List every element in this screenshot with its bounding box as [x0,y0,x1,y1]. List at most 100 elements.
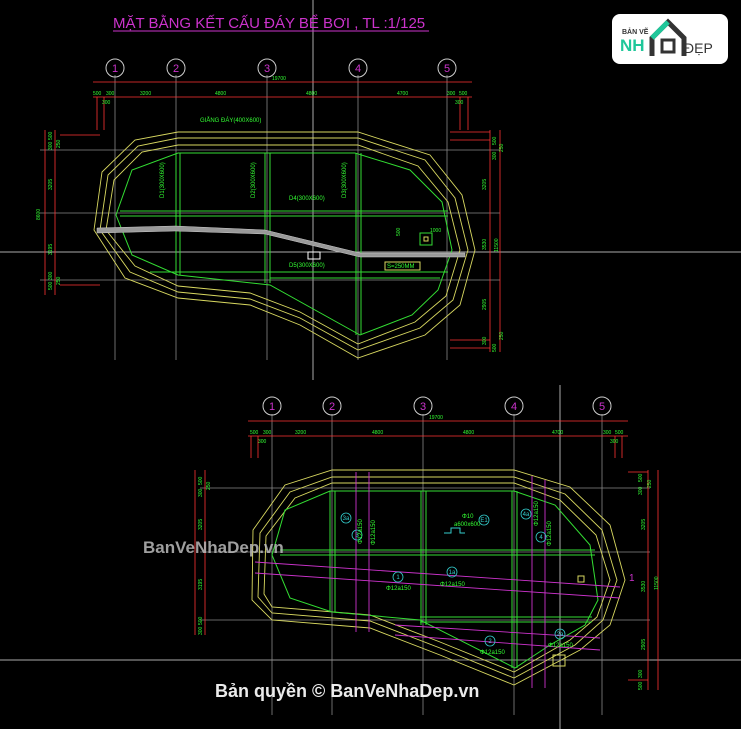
dim: 500 [492,136,498,145]
axis-label: 2 [329,401,335,413]
axis-label: 1 [112,63,118,75]
dim: 500 [93,91,102,97]
axis-label: 1 [269,401,275,413]
dim: 250 [499,331,505,340]
rebar-tag-1: 1 [396,575,400,581]
section-mark: 1 [629,573,635,584]
dim: 3205 [641,519,647,530]
bottom-plan: 1 2 3 4 5 19700 500 300 3200 4800 4800 4… [194,396,660,715]
dim: 500 [48,281,54,290]
brand-logo: BẢN VẼ NH ĐẸP [612,14,728,64]
dim: 300 [455,100,464,106]
dim: 300 [603,430,612,436]
dim-total: 19700 [429,415,443,421]
dim: 500 [396,227,402,236]
dim: 500 [638,473,644,482]
rebar-spec: Φ12a150 [547,521,553,546]
dim: 250 [56,276,62,285]
dim: 500 [459,91,468,97]
dim: 1000 [430,228,441,234]
label-d5: D5(300X600) [289,263,325,269]
dim: 8600 [36,209,42,220]
dim: 4700 [552,430,563,436]
stirrup-spec: Φ10 [462,514,474,520]
dim: 250 [499,143,505,152]
axis-label: 4 [511,401,517,413]
dim: 4800 [306,91,317,97]
dim: 3200 [140,91,151,97]
dim: 300 [258,439,267,445]
rebar-tag-4a: 4a [523,512,530,518]
label-d3: D3(300X600) [342,162,348,198]
rebar-spec: Φ12a150 [371,520,377,545]
dim: 300 [447,91,456,97]
dim: 500 [492,343,498,352]
dim: 3530 [641,581,647,592]
dim: 250 [206,481,212,490]
dim: 300 [106,91,115,97]
top-plan: 1 2 3 4 5 19700 500 300 3200 4800 4800 4… [36,58,505,360]
drawing-title: MẶT BẰNG KẾT CẤU ĐÁY BỂ BƠI , TL :1/125 [113,14,425,32]
rebar-spec: Φ12a150 [386,586,411,592]
rebar-tag-3a: 3a [343,516,350,522]
rebar-tag-2: 2 [488,639,492,645]
dim: 300 [263,430,272,436]
dim: 3205 [482,179,488,190]
rebar-tag-3: 3 [355,533,359,539]
dim: 300 [638,486,644,495]
rebar-spec: Φ12a150 [480,650,505,656]
dim: 3530 [482,239,488,250]
dim: 300 [482,336,488,345]
stirrup-spacing: a600x600 [454,522,481,528]
dim: 4700 [397,91,408,97]
dim: 300 [198,488,204,497]
dim-total: 19700 [272,76,286,82]
logo-text: ĐẸP [684,40,713,56]
rebar-spec: Φ12a150 [358,519,364,544]
dim: 3195 [198,579,204,590]
dim: 3205 [48,179,54,190]
dim: 11500 [494,238,500,252]
rebar-spec: Φ12a150 [440,582,465,588]
logo-text: BẢN VẼ [622,29,649,36]
dim: 500 [638,681,644,690]
dim: 500 [48,131,54,140]
dim: 3200 [295,430,306,436]
dim: 3205 [198,519,204,530]
dim: 4800 [215,91,226,97]
axis-label: 4 [355,63,361,75]
dim: 11500 [654,576,660,590]
dim: 4800 [372,430,383,436]
dim: 500 [250,430,259,436]
logo-text: NH [620,36,645,55]
section-beam-strip [96,225,466,258]
dim: 300 [102,100,111,106]
stirrup-tag: E1 [480,518,488,524]
copyright-watermark: Bản quyền © BanVeNhaDep.vn [215,681,480,701]
label-d1: D1(300X600) [160,162,166,198]
watermark: BanVeNhaDep.vn [143,538,284,557]
label-slab-thickness: S=250MM [387,264,415,270]
rebar-spec: Φ12a150 [548,643,573,649]
axis-label: 2 [173,63,179,75]
dim: 250 [56,139,62,148]
axis-label: 3 [264,63,270,75]
dim: 300 [48,141,54,150]
dim: 4800 [463,430,474,436]
rebar-tag-4: 4 [539,535,543,541]
label-d2: D2(300X600) [251,162,257,198]
house-icon [649,18,687,56]
dim: 3195 [48,244,54,255]
dim: 500 [615,430,624,436]
label-d4: D4(300X600) [289,196,325,202]
axis-label: 3 [420,401,426,413]
dim: 300 [48,271,54,280]
dim: 2905 [641,639,647,650]
rebar-tag-1a: 1a [449,570,456,576]
stirrup-symbol [444,527,465,534]
dim: 500 [198,476,204,485]
dim: 250 [647,479,653,488]
dim: 300 [610,439,619,445]
axis-label: 5 [599,401,605,413]
